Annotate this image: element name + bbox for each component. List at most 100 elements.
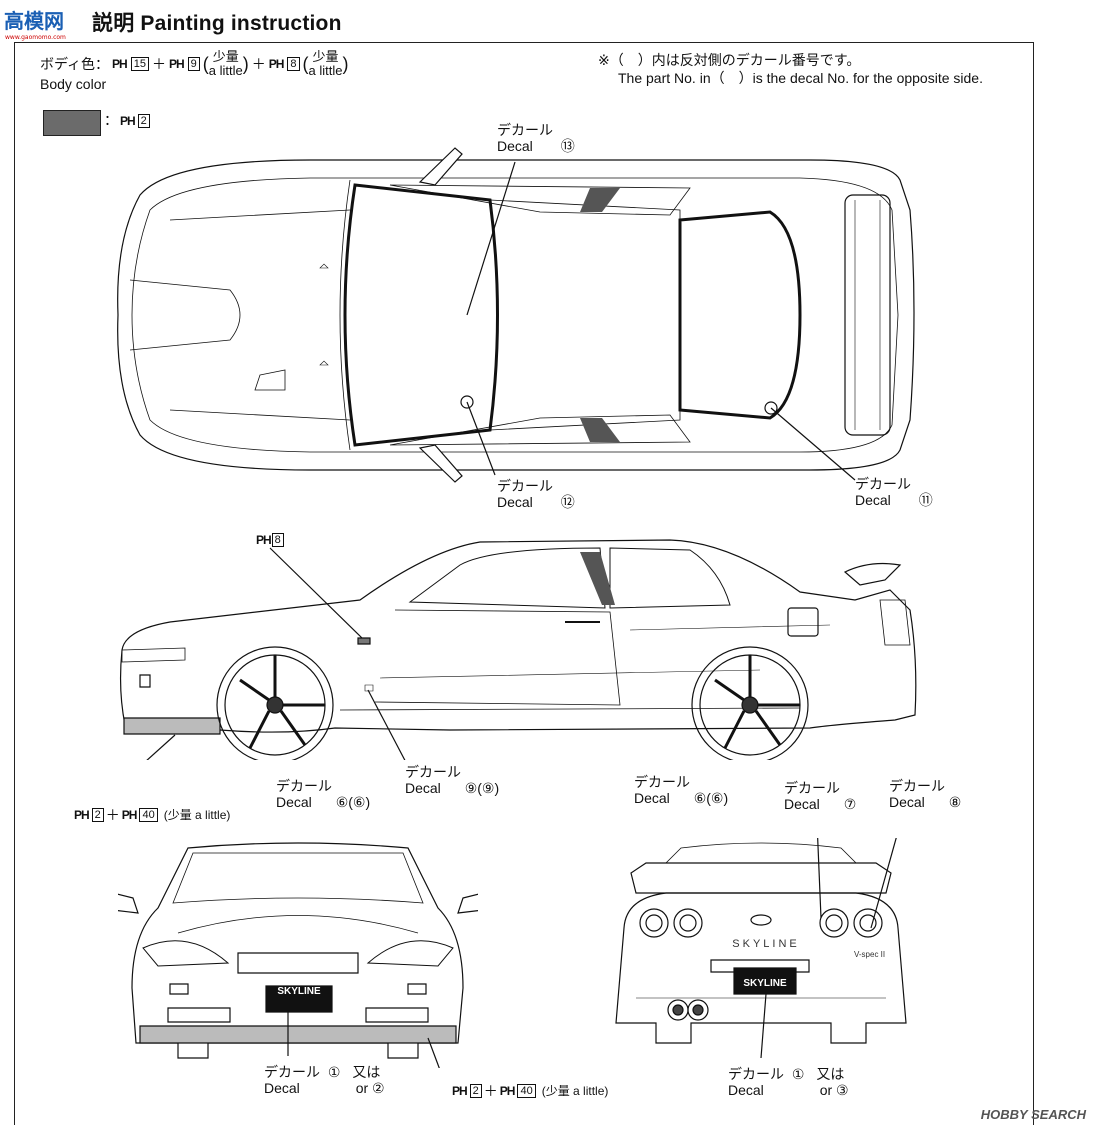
paint-code: 40 [517,1083,536,1098]
decal-label-en: Decal [728,1082,764,1098]
paint-code: 2 [91,807,104,822]
decal-number: ⑥(⑥) [335,794,371,810]
plus-sign: ＋ [483,1082,498,1099]
alt-label-en: or [819,1082,833,1098]
note-en: The part No. in（ ）is the decal No. for t… [618,70,983,86]
decal-label-en: Decal [405,780,441,796]
decal-label-en: Decal [276,794,312,810]
decal-11-label: デカール Decal ⑪ [855,476,933,508]
plus-sign: ＋ [105,806,120,823]
swatch-spec: ： PH 2 [104,112,150,129]
color-swatch [43,110,101,136]
lip-paint-spec: PH 2 ＋ PH 40 (少量 a little) [74,806,230,823]
paint-code: 8 [287,57,300,71]
decal-label-jp: デカール [276,778,332,794]
decal-number: ⑬ [560,138,575,154]
paint-prefix: PH [499,1083,516,1098]
header: 説明 Painting instruction [92,0,342,44]
decal-label-en: Decal [497,138,533,154]
rear-plate-text: SKYLINE [743,978,787,989]
body-color-label-jp: ボディ色： [40,55,110,72]
front-lip-paint-spec: PH 2 ＋ PH 40 (少量 a little) [452,1082,608,1099]
rear-trunk-text: SKYLINE [732,938,800,950]
paint-prefix: PH [268,57,285,71]
decal-label-jp: デカール [264,1064,320,1080]
car-top-view [110,140,930,490]
paint-prefix: PH [121,807,138,822]
little-en: a little [208,63,243,78]
decal-label-en: Decal [889,794,925,810]
paint-code: 2 [137,113,150,128]
paint-prefix: PH [168,57,185,71]
decal-9-label: デカール Decal ⑨(⑨) [405,764,499,796]
plus-sign: ＋ [251,55,266,72]
decal-label-jp: デカール [634,774,690,790]
little-en: a little [308,63,343,78]
page-title: 説明 Painting instruction [92,12,342,35]
paint-code: 15 [130,57,149,71]
alt-label-en: or [355,1080,369,1096]
decal-label-en: Decal [855,492,891,508]
decal-label-en: Decal [784,796,820,812]
decal-number: ⑨(⑨) [464,780,500,796]
paint-code: 8 [271,533,284,547]
decal-number: ① [791,1066,805,1082]
note-jp: ※（ ）内は反対側のデカール番号です。 [598,52,861,68]
decal-6b-label: デカール Decal ⑥(⑥) [634,774,728,806]
decal-label-jp: デカール [728,1066,784,1082]
decal-number: ① [327,1064,341,1080]
body-color-label-en: Body color [40,76,107,92]
front-plate-text: SKYLINE [277,986,321,997]
ph8-label: PH 8 [256,533,284,547]
decal-label-jp: デカール [405,764,461,780]
little-jp: 少量 [312,49,339,64]
decal-6a-label: デカール Decal ⑥(⑥) [276,778,370,810]
logo-text: 高模网 [4,9,64,33]
car-front-view [118,838,478,1068]
decal-label-jp: デカール [784,780,840,796]
decal-number: ⑫ [560,494,575,510]
decal-12-label: デカール Decal ⑫ [497,478,575,510]
watermark: HOBBY SEARCH [980,1107,1086,1122]
decal-label-en: Decal [497,494,533,510]
little-note: (少量 a little) [163,808,231,822]
paint-prefix: PH [452,1083,468,1098]
paint-prefix: PH [120,113,136,128]
site-logo: 高模网 www.gaomomo.com [2,4,74,42]
paint-code: 9 [187,57,200,71]
decal-number: ⑦ [843,796,857,812]
plus-sign: ＋ [151,55,166,72]
decal-7-label: デカール Decal ⑦ [784,780,856,812]
little-jp: 少量 [212,49,239,64]
little-note: (少量 a little) [541,1084,609,1098]
paint-prefix: PH [256,533,272,547]
decal-number: ② [372,1080,385,1096]
decal-label-en: Decal [264,1080,300,1096]
decal-number: ⑥(⑥) [693,790,729,806]
paint-prefix: PH [74,807,90,822]
decal-label-jp: デカール [497,122,553,138]
alt-label-jp: 又は [352,1064,381,1080]
rear-decal-label: デカール ① 又は Decal or ③ [728,1066,849,1098]
decal-label-jp: デカール [889,778,945,794]
decal-number: ⑧ [948,794,962,810]
paint-code: 2 [469,1083,482,1098]
front-decal-label: デカール ① 又は Decal or ② [264,1064,385,1096]
decal-label-en: Decal [634,790,670,806]
decal-8-label: デカール Decal ⑧ [889,778,961,810]
paint-code: 40 [139,807,158,822]
decal-number: ③ [836,1082,849,1098]
car-side-view [110,530,925,760]
colon: ： [104,112,118,128]
decal-label-jp: デカール [497,478,553,494]
decal-13-label: デカール Decal ⑬ [497,122,575,154]
rear-badge-text: V-spec II [854,950,886,959]
car-rear-view [606,838,916,1068]
svg-text:www.gaomomo.com: www.gaomomo.com [5,34,66,41]
decal-number: ⑪ [918,492,933,508]
alt-label-jp: 又は [816,1066,845,1082]
instruction-frame [14,42,1034,1125]
